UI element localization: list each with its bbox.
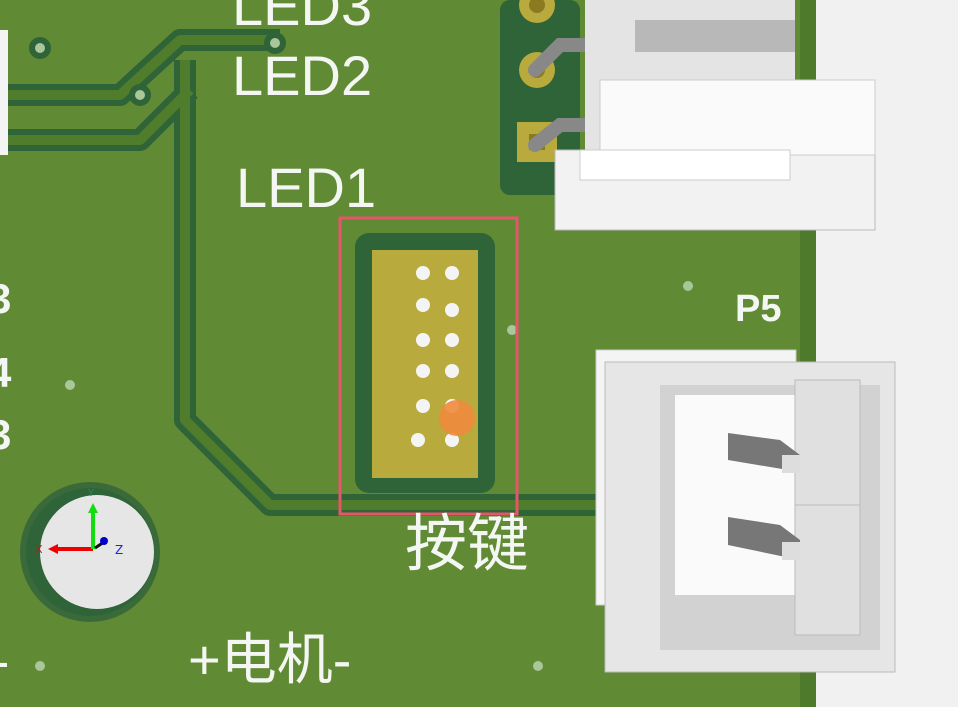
- label-button: 按键: [405, 507, 530, 580]
- label-left-3a: 3: [0, 278, 11, 320]
- x-axis-label: X: [35, 543, 43, 556]
- label-led2: LED2: [232, 44, 373, 107]
- label-left-3b: 3: [0, 414, 11, 456]
- z-axis-marker: [100, 537, 108, 545]
- label-led3: LED3: [232, 0, 373, 37]
- label-left-minus: -: [0, 636, 9, 688]
- label-motor: +电机-: [188, 628, 352, 691]
- label-p5: P5: [735, 288, 782, 330]
- connector-p5[interactable]: [595, 349, 896, 673]
- connector-top[interactable]: [554, 0, 876, 231]
- left-component: [0, 30, 8, 155]
- selection-box: [338, 216, 519, 516]
- label-led1: LED1: [236, 156, 377, 219]
- vias: [29, 32, 693, 671]
- led-header[interactable]: [500, 0, 597, 195]
- y-axis-label: Y: [87, 488, 95, 499]
- button-footprint[interactable]: [338, 216, 519, 516]
- origin-marker: X Y Z: [20, 482, 160, 622]
- cursor-highlight: [439, 400, 475, 436]
- label-left-4: 4: [0, 352, 11, 394]
- z-axis-label: Z: [115, 543, 123, 557]
